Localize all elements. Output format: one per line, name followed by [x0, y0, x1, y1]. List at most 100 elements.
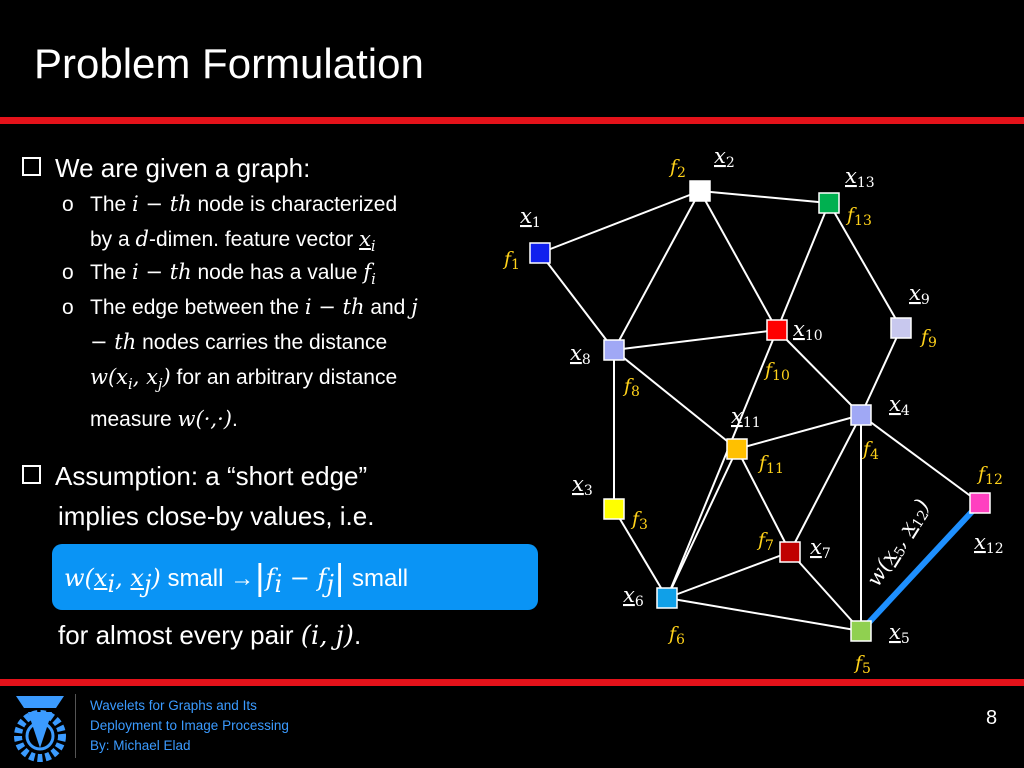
bullet-text-cont: implies close-by values, i.e.	[58, 501, 375, 531]
graph-edge-13-10	[776, 202, 830, 331]
node-x-label-11: x11	[731, 404, 761, 431]
math-sub: i	[128, 376, 133, 394]
math: i − th	[304, 295, 365, 319]
graph-edge-2-8	[613, 190, 701, 351]
graph-edge-8-10	[613, 329, 778, 351]
node-x-label-8: x8	[570, 341, 591, 368]
bullet-given-graph: We are given a graph:	[22, 148, 310, 188]
math: j	[411, 295, 418, 319]
node-x-label-5: x5	[889, 620, 910, 647]
graph-edge-4-7	[789, 414, 862, 553]
footer-course-info: Wavelets for Graphs and Its Deployment t…	[90, 696, 289, 756]
graph-node-9	[890, 317, 912, 339]
bullet-text: Assumption: a “short edge”	[55, 461, 368, 491]
math-sub: j	[143, 569, 152, 598]
node-f-label-6: f6	[667, 623, 685, 648]
math-sub: i	[370, 238, 376, 256]
node-f-label-10: f10	[763, 359, 790, 384]
math: )	[162, 365, 171, 389]
node-f-label-8: f8	[622, 375, 640, 400]
node-f-label-13: f13	[845, 204, 872, 229]
text: .	[231, 408, 238, 432]
graph-edge-9-4	[860, 327, 902, 416]
node-x-label-4: x4	[889, 392, 910, 419]
math: f	[317, 564, 327, 592]
math: , x	[132, 365, 158, 389]
text: for an arbitrary distance	[170, 366, 398, 389]
slide-title: Problem Formulation	[34, 40, 424, 87]
node-f-label-9: f9	[919, 326, 937, 351]
graph-edge-10-6	[666, 329, 778, 599]
abs-bar: |	[254, 558, 266, 598]
math: ,	[115, 564, 131, 592]
math: x	[359, 227, 371, 251]
node-f-label-2: f2	[668, 156, 686, 181]
checkbox-bullet-icon	[22, 465, 41, 484]
graph-edge-13-9	[828, 202, 902, 329]
node-x-label-12: x12	[974, 530, 1004, 557]
graph-node-6	[656, 587, 678, 609]
text: The	[90, 193, 133, 216]
graph-edge-3-6	[613, 508, 668, 599]
text: nodes carries the distance	[136, 331, 388, 354]
math-sub: i	[107, 569, 116, 598]
footer-line: By: Michael Elad	[90, 738, 191, 753]
math: f	[265, 564, 275, 592]
technion-logo-icon	[14, 696, 66, 762]
text: small	[160, 565, 231, 592]
text: The edge between the	[90, 296, 305, 319]
graph-labels: x1f1x2f2x3f3x4f4x5f5x6f6x7f7x8f8x9f9x10f…	[502, 144, 1004, 677]
text: .	[353, 620, 362, 650]
math-sub: i	[371, 271, 376, 289]
node-x-label-3: x3	[572, 472, 593, 499]
node-x-label-13: x13	[845, 164, 875, 191]
graph-node-5	[850, 620, 872, 642]
node-x-label-7: x7	[810, 535, 831, 562]
math: x	[130, 564, 144, 592]
bullet-assumption: Assumption: a “short edge” implies close…	[22, 456, 374, 536]
math: − th	[90, 330, 137, 354]
graph-edge-1-8	[539, 252, 615, 351]
text: measure	[90, 408, 178, 432]
node-f-label-1: f1	[502, 248, 520, 273]
node-f-label-11: f11	[757, 452, 784, 477]
graph-node-8	[603, 339, 625, 361]
math: w(·,·)	[177, 407, 232, 432]
graph-node-2	[689, 180, 711, 202]
node-f-label-4: f4	[861, 438, 879, 463]
footer-line: Wavelets for Graphs and Its	[90, 698, 257, 713]
circle-bullet-icon: o	[62, 193, 74, 216]
abs-bar: |	[333, 558, 346, 598]
circle-bullet-icon: o	[62, 261, 74, 284]
graph-edge-11-6	[666, 448, 738, 599]
text: small	[345, 565, 409, 592]
callout-formula: w(xi, xj) small →|fi − fj| small	[64, 558, 408, 598]
graph-nodes	[529, 180, 991, 642]
math-sub: j	[326, 569, 334, 598]
graph-edge-6-7	[666, 551, 791, 599]
node-f-label-3: f3	[630, 508, 648, 533]
highlight-edge-label: w(x5, x12)	[862, 495, 937, 593]
graph-node-3	[603, 498, 625, 520]
graph-node-10	[766, 319, 788, 341]
node-x-label-9: x9	[909, 281, 930, 308]
math: −	[282, 564, 318, 592]
pair-line: for almost every pair (i, j).	[58, 620, 361, 651]
graph-edge-7-5	[789, 551, 862, 632]
graph-edge-2-13	[699, 190, 830, 204]
text: The	[90, 261, 133, 284]
graph-edge-11-4	[736, 414, 862, 450]
graph-edge-8-11	[613, 349, 738, 450]
highlight-edge-group	[858, 500, 983, 634]
circle-bullet-icon: o	[62, 296, 74, 319]
graph-node-11	[726, 438, 748, 460]
smoothness-callout: w(xi, xj) small →|fi − fj| small	[52, 544, 538, 610]
text: -dimen. feature vector	[148, 228, 360, 251]
graph-edge-1-2	[539, 190, 701, 254]
node-f-label-5: f5	[853, 652, 871, 677]
graph-edge-10-4	[776, 329, 862, 416]
